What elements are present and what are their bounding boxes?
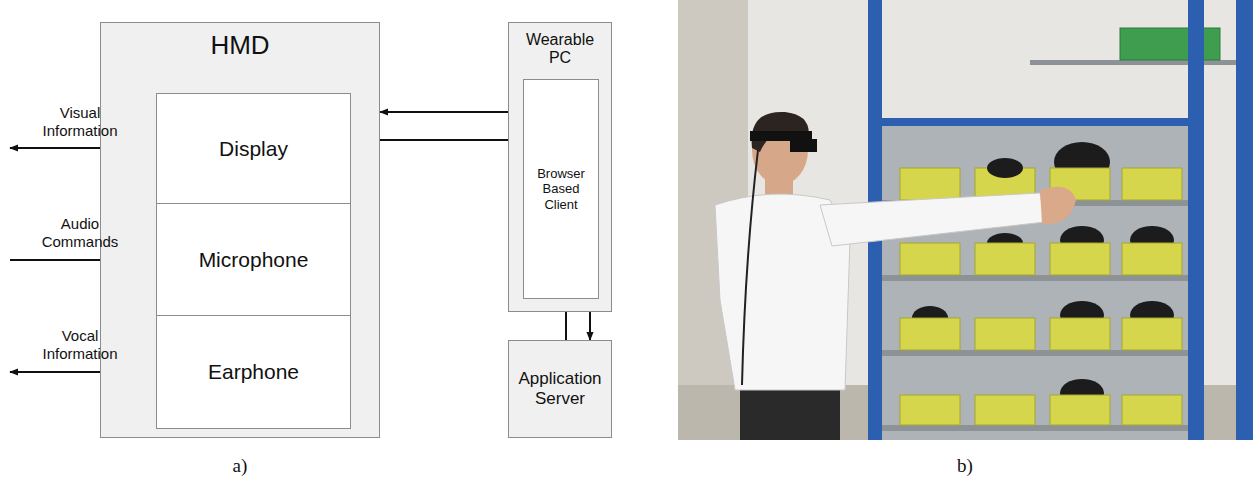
server-box: Application Server — [508, 340, 612, 438]
yellow-bin — [1122, 318, 1182, 350]
box-label: Microphone — [199, 247, 309, 272]
shelf-upright — [1188, 0, 1204, 440]
yellow-bin — [1122, 243, 1182, 275]
yellow-bin — [1122, 168, 1182, 200]
component-box: Browser Based Client — [523, 79, 599, 299]
shelf — [1030, 60, 1236, 65]
trousers — [740, 385, 840, 440]
yellow-bin — [975, 318, 1035, 350]
yellow-bin — [1050, 395, 1110, 425]
yellow-bin — [900, 395, 960, 425]
yellow-bin — [900, 243, 960, 275]
yellow-bin — [1050, 243, 1110, 275]
shelf-upright — [1236, 0, 1253, 440]
component-box: Display — [156, 93, 351, 204]
yellow-bin — [1122, 395, 1182, 425]
green-bin — [1120, 28, 1220, 60]
arm — [820, 193, 1045, 246]
shelf-beam — [868, 118, 1204, 126]
photo — [678, 0, 1253, 440]
signal-label: Audio Commands — [25, 215, 135, 251]
panel-label: a) — [220, 455, 260, 478]
signal-label: Vocal Information — [25, 327, 135, 363]
connector-arrow — [380, 111, 523, 113]
component-box: Microphone — [156, 203, 351, 316]
yellow-bin — [975, 395, 1035, 425]
box-label: Display — [219, 136, 288, 161]
shelf — [882, 350, 1188, 356]
connector-arrow — [380, 139, 523, 141]
box-label: Application Server — [513, 369, 607, 410]
shelf-back-panel — [882, 126, 1188, 440]
yellow-bin — [900, 318, 960, 350]
wall — [678, 0, 1253, 440]
yellow-bin — [900, 168, 960, 200]
box-label: Earphone — [208, 359, 299, 384]
component-box: Earphone — [156, 315, 351, 429]
yellow-bin — [975, 243, 1035, 275]
hmd-visor — [790, 139, 817, 152]
shelf — [882, 275, 1188, 281]
panel-label: b) — [945, 455, 985, 478]
hand — [1040, 187, 1076, 224]
device-box: HMD DisplayMicrophoneEarphone — [100, 22, 380, 438]
device-box: Wearable PC Browser Based Client — [508, 22, 612, 312]
part — [987, 158, 1023, 178]
yellow-bin — [1050, 318, 1110, 350]
box-title: HMD — [101, 31, 379, 61]
box-title: Wearable PC — [509, 31, 611, 68]
box-label: Browser Based Client — [528, 166, 594, 213]
signal-label: Visual Information — [25, 104, 135, 140]
shelf — [882, 425, 1188, 431]
cable — [742, 150, 758, 385]
